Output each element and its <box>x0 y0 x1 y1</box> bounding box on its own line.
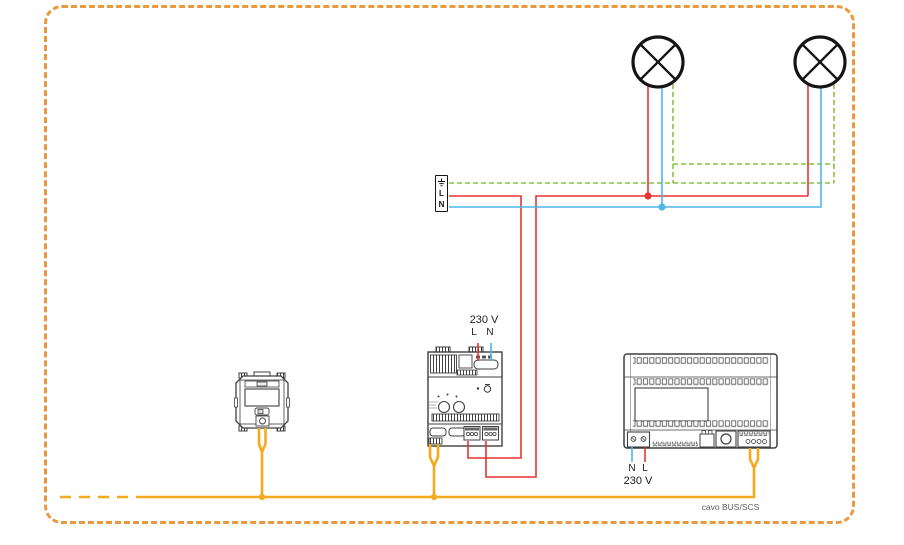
mains-top-neutral-label: N <box>486 327 494 338</box>
mains-terminal <box>626 431 651 448</box>
terminal-line-label: L <box>439 189 444 198</box>
bus-wires <box>60 428 760 499</box>
din-power-supply-device <box>623 353 778 449</box>
reset-button-icon <box>715 430 737 448</box>
knob-icon <box>452 400 466 414</box>
mains-top-line-label: L <box>471 327 477 338</box>
lamp-2-icon <box>793 35 847 89</box>
bus-junction-dots <box>258 493 438 501</box>
neutral-junction-dot <box>658 203 666 211</box>
lamp-1-icon <box>631 35 685 89</box>
earth-icon <box>438 178 445 187</box>
phase-wires <box>449 84 809 478</box>
mains-top-voltage-label: 230 V <box>469 314 499 326</box>
knob-icon <box>437 400 451 414</box>
terminal-neutral-label: N <box>438 200 445 209</box>
mains-right-voltage-label: 230 V <box>623 475 653 487</box>
earth-wires <box>449 84 835 184</box>
phase-junction-dot <box>644 192 652 200</box>
bus-cable-label: cavo BUS/SCS <box>701 502 760 512</box>
status-led-icon <box>476 383 492 393</box>
bus-terminal <box>737 430 771 448</box>
mains-right-neutral-label: N <box>628 463 636 474</box>
mains-right-line-label: L <box>642 463 648 474</box>
mains-terminal-block: L N <box>435 175 448 212</box>
neutral-wires <box>449 84 822 462</box>
wall-control-device <box>234 371 290 432</box>
diagram-dashed-border <box>44 5 855 524</box>
din-actuator-device <box>427 346 503 447</box>
